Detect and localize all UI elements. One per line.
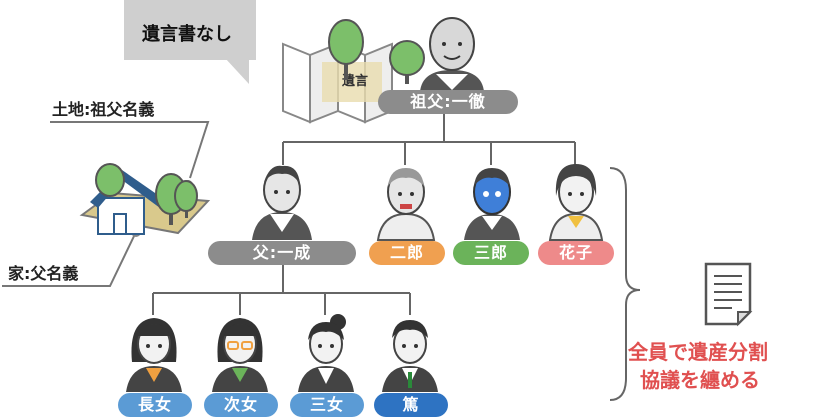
land-ownership-label: 土地:祖父名義 [52,100,155,119]
consensus-note-line1: 全員で遺産分割 [628,340,768,364]
speech-bubble-tail [225,58,249,84]
house-ownership-label: 家:父名義 [8,264,79,283]
chojo-avatar [126,318,182,392]
no-will-text: 遺言書なし [142,24,232,45]
jiro-avatar [376,168,436,241]
jijo-avatar [212,318,268,392]
sanjo-badge: 三女 [290,393,364,417]
chojo-badge: 長女 [118,393,192,417]
father-badge: 父:一成 [208,241,356,265]
family-tree-lines [152,114,576,315]
grandfather-avatar [420,17,484,92]
sanjo-avatar [298,314,354,392]
hanako-avatar [548,164,604,241]
house-leader-line [2,231,137,287]
tree-icon [389,40,425,84]
grandfather-badge: 祖父:一徹 [378,90,518,114]
jijo-badge: 次女 [204,393,278,417]
consensus-note: 全員で遺産分割 協議を纏める [628,338,768,394]
saburo-avatar [464,168,520,240]
land-leader-line [50,121,210,179]
jiro-badge: 二郎 [369,241,445,265]
will-document: 遺言 [282,42,393,124]
atsushi-badge: 篤 [374,393,448,417]
hanako-badge: 花子 [538,241,614,265]
house-land-icon [79,163,211,235]
tree-icon [328,19,364,80]
saburo-badge: 三郎 [453,241,529,265]
group-bracket [609,167,641,401]
father-avatar [252,165,312,240]
document-icon [704,262,753,327]
atsushi-avatar [382,320,438,392]
speech-bubble [124,0,256,60]
consensus-note-line2: 協議を纏める [640,368,760,392]
